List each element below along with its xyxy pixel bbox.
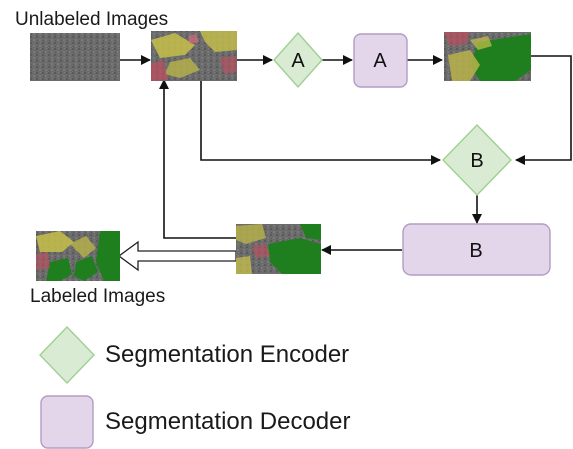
- decoder-a-label: A: [373, 50, 387, 72]
- refined-label-image: [236, 224, 321, 274]
- hollow-arrow-to-labeled-images: [117, 240, 237, 272]
- arrow-image-to-encoder-b: [200, 81, 441, 165]
- prediction-image: [444, 32, 531, 81]
- legend-decoder-label: Segmentation Decoder: [105, 408, 351, 435]
- labeled-images-label: Labeled Images: [30, 286, 166, 307]
- decoder-a-node: A: [353, 33, 408, 88]
- legend-encoder-swatch: [39, 325, 95, 385]
- unlabeled-image: [30, 33, 120, 81]
- encoder-b-node: B: [442, 123, 512, 197]
- arrow-pred-to-encoder-b: [515, 55, 572, 165]
- pseudo-labeled-image: [151, 31, 237, 81]
- labeled-image: [36, 231, 120, 281]
- encoder-b-label: B: [470, 150, 483, 172]
- decoder-b-node: B: [402, 223, 551, 276]
- legend-decoder-swatch: [40, 395, 94, 449]
- legend-encoder-label: Segmentation Encoder: [105, 341, 350, 368]
- decoder-b-label: B: [469, 240, 482, 262]
- arrow-labeled-feedback: [159, 79, 236, 239]
- encoder-a-label: A: [291, 50, 305, 72]
- encoder-a-node: A: [273, 31, 323, 89]
- unlabeled-images-label: Unlabeled Images: [15, 9, 169, 30]
